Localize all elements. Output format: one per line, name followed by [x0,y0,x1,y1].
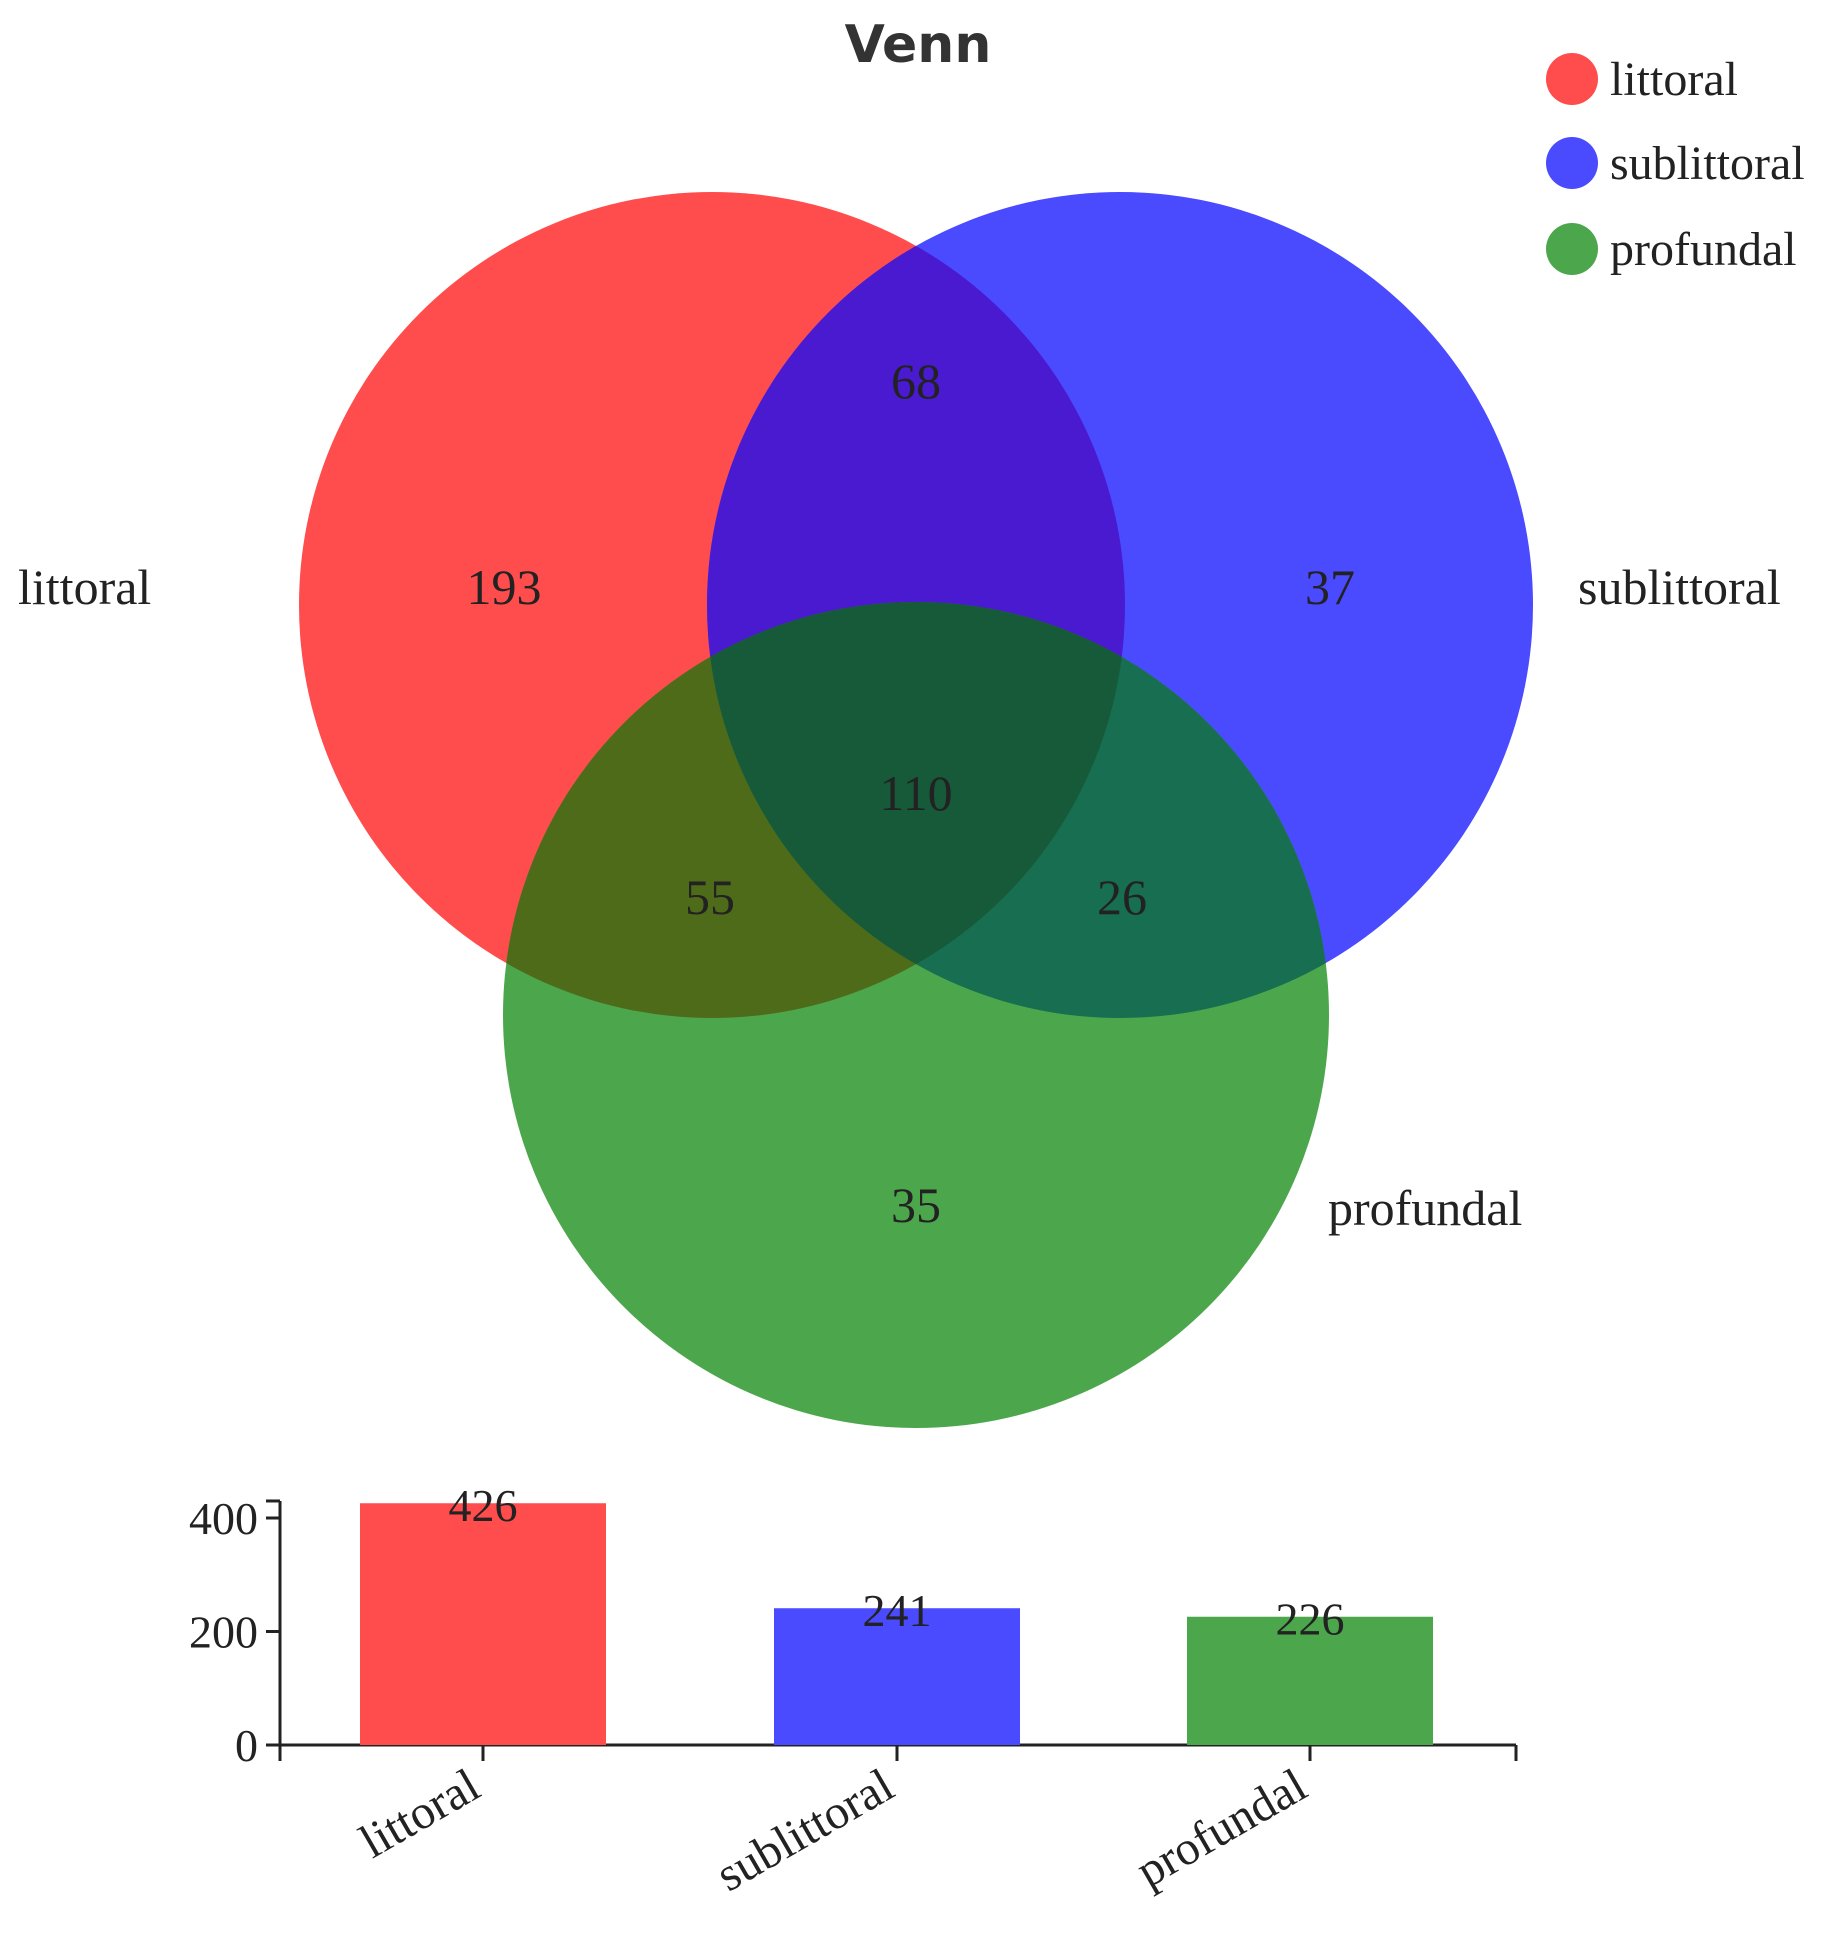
legend-swatch-littoral [1546,53,1598,105]
legend-label-sublittoral: sublittoral [1610,137,1805,190]
region-profundal-only: 35 [891,1177,941,1233]
legend-swatch-profundal [1546,223,1598,275]
bar-value-label-sublittoral: 241 [863,1585,932,1636]
legend-swatch-sublittoral [1546,137,1598,189]
x-tick-label-profundal: profundal [1127,1759,1315,1898]
legend-label-profundal: profundal [1610,223,1797,276]
legend-item-littoral[interactable]: littoral [1546,53,1738,106]
set-label-sublittoral: sublittoral [1578,559,1781,615]
bar-value-label-littoral: 426 [449,1480,518,1531]
bar-profundal [1187,1616,1433,1745]
venn-title: Venn [845,15,992,75]
region-sublittoral-only: 37 [1305,559,1355,615]
region-littoral-sublittoral: 68 [891,353,941,409]
bar-chart: 0 200 400 426 littoral 241 sublittoral 226 profu… [189,1480,1518,1902]
bar-sublittoral [774,1608,1020,1745]
bar-littoral [360,1503,606,1745]
y-tick-label-0: 0 [235,1720,258,1771]
region-sublittoral-profundal: 26 [1097,869,1147,925]
legend-item-sublittoral[interactable]: sublittoral [1546,137,1805,190]
set-label-profundal: profundal [1328,1180,1522,1236]
legend-label-littoral: littoral [1610,53,1738,106]
legend-item-profundal[interactable]: profundal [1546,223,1797,276]
x-tick-label-sublittoral: sublittoral [707,1759,902,1902]
x-tick-label-littoral: littoral [351,1759,488,1869]
y-tick-label-400: 400 [189,1493,258,1544]
bar-value-label-profundal: 226 [1276,1594,1345,1645]
legend: littoral sublittoral profundal [1546,53,1805,276]
region-littoral-profundal: 55 [685,869,735,925]
region-littoral-only: 193 [467,559,542,615]
region-all-three: 110 [879,765,952,821]
y-tick-label-200: 200 [189,1607,258,1658]
set-label-littoral: littoral [18,559,151,615]
